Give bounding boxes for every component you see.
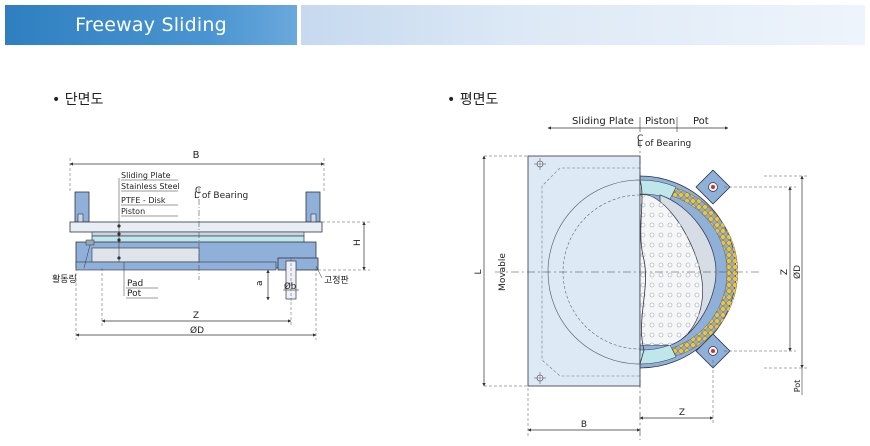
centerline-symbol-left: C	[195, 186, 201, 196]
plan-view-drawing: Sliding Plate Piston Pot C L of Bearing …	[474, 116, 808, 440]
dim-z-label: Z	[193, 311, 199, 321]
section-view-heading: • 단면도	[52, 92, 104, 108]
sealing-ring	[671, 187, 738, 357]
dim-phi-d-right-label: ØD	[792, 265, 803, 279]
fixing-plate	[277, 257, 319, 271]
label-fixing-plate: 고정판	[324, 275, 349, 286]
label-pot: Pot	[127, 289, 142, 299]
plan-label-piston: Piston	[645, 116, 675, 127]
section-view-drawing: B C L of Bearing Sliding Plate Stainless	[52, 150, 370, 340]
plan-view-heading: • 평면도	[447, 92, 499, 108]
label-stainless-steel: Stainless Steel	[121, 182, 180, 191]
label-ptfe-disk: PTFE - Disk	[121, 196, 166, 205]
label-sliding-plate: Sliding Plate	[121, 171, 171, 180]
dim-pot-side-label: Pot	[793, 380, 802, 393]
plan-centerline-symbol: C	[637, 134, 643, 144]
page-title: Freeway Sliding	[75, 14, 227, 36]
sliding-plate	[69, 221, 323, 233]
pad	[91, 247, 200, 263]
label-sliding-ring: 활동링	[52, 273, 77, 285]
dim-b-bottom-label: B	[581, 420, 587, 430]
stainless-steel	[91, 231, 305, 237]
pot-lug-bottom	[695, 333, 731, 369]
sliding-ring	[85, 239, 95, 246]
dim-a-label: a	[255, 280, 265, 286]
plan-label-pot: Pot	[693, 116, 709, 127]
label-piston: Piston	[121, 207, 145, 216]
dim-phi-d-label: ØD	[190, 325, 204, 336]
page-header: Freeway Sliding	[0, 0, 870, 48]
dim-h-label: H	[353, 239, 363, 246]
dim-z-bottom-label: Z	[679, 408, 685, 418]
pot-lug-top	[695, 169, 731, 205]
dim-z-right-label: Z	[780, 269, 790, 275]
dim-l-label: L	[474, 269, 484, 274]
dim-b-label: B	[193, 150, 200, 161]
plan-centerline-label: L of Bearing	[637, 139, 691, 149]
title-box: Freeway Sliding	[5, 5, 297, 45]
centerline-label-left: L of Bearing	[194, 191, 248, 201]
plan-sliding-plate	[527, 155, 641, 387]
plan-label-sliding-plate: Sliding Plate	[572, 116, 634, 127]
title-bar-decoration	[301, 5, 865, 45]
dim-phi-b-label: Øb	[284, 281, 296, 292]
label-pad: Pad	[127, 279, 143, 289]
